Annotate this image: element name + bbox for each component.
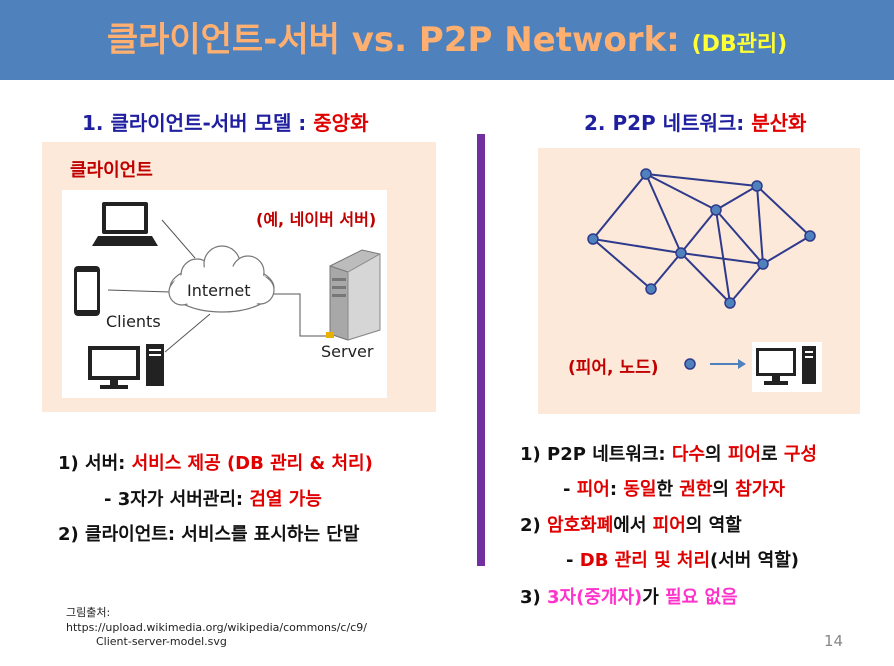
right-bullet-3-d: 피어 xyxy=(652,515,686,536)
right-bullet-5-c: 가 xyxy=(642,587,666,608)
p2p-nodes xyxy=(587,168,816,309)
p2p-node xyxy=(640,168,652,180)
left-heading-text: 1. 클라이언트-서버 모델 : xyxy=(82,111,314,135)
p2p-node xyxy=(710,204,722,216)
link-server xyxy=(274,293,330,337)
right-bullet-2-g: 의 xyxy=(712,479,736,500)
right-bullet-5-a: 3) xyxy=(520,587,548,608)
right-bullet-2: - 피어: 동일한 권한의 참가자 xyxy=(563,475,785,501)
p2p-node xyxy=(675,247,687,259)
right-bullet-5-b: 3자(중개자) xyxy=(547,587,643,608)
server-label: Server xyxy=(321,342,374,361)
right-heading-text: 2. P2P 네트워크: xyxy=(584,111,752,135)
client-server-diagram xyxy=(62,190,387,398)
link-desktop xyxy=(164,313,211,353)
right-bullet-1-b: 다수 xyxy=(671,444,706,465)
right-bullet-3-b: 암호화폐 xyxy=(547,515,614,536)
client-label: 클라이언트 xyxy=(70,160,153,181)
right-bullet-2-f: 권한 xyxy=(679,479,713,500)
left-bullet-3-text: 2) 클라이언트: 서비스를 표시하는 단말 xyxy=(58,524,360,545)
left-bullet-1-text: 1) 서버: xyxy=(58,453,132,474)
right-bullet-2-b: 피어 xyxy=(576,479,610,500)
slide-title: 클라이언트-서버 vs. P2P Network: (DB관리) xyxy=(0,12,894,61)
right-bullet-4-a: - xyxy=(566,550,580,571)
p2p-node xyxy=(645,283,657,295)
right-bullet-1: 1) P2P 네트워크: 다수의 피어로 구성 xyxy=(520,440,817,466)
right-bullet-3-e: 의 역할 xyxy=(685,515,742,536)
slide-title-main: 클라이언트-서버 vs. P2P Network: xyxy=(106,20,680,60)
right-bullet-3: 2) 암호화폐에서 피어의 역할 xyxy=(520,511,742,537)
image-credit-label: 그림출처: xyxy=(66,606,111,619)
peer-node-legend-label: (피어, 노드) xyxy=(568,358,659,378)
right-bullet-1-d: 피어 xyxy=(727,444,761,465)
left-bullet-1-emph: 서비스 제공 (DB 관리 & 처리) xyxy=(131,453,373,474)
image-credit-url: https://upload.wikimedia.org/wikipedia/c… xyxy=(66,621,367,634)
right-bullet-2-d: 동일 xyxy=(623,479,657,500)
desktop-icon xyxy=(88,344,164,389)
p2p-node xyxy=(757,258,769,270)
p2p-links xyxy=(592,173,811,304)
right-bullet-4-b: DB 관리 및 처리 xyxy=(579,550,711,571)
phone-icon xyxy=(74,266,100,316)
link-phone xyxy=(107,289,171,293)
right-heading: 2. P2P 네트워크: 분산화 xyxy=(584,107,806,136)
p2p-network-svg xyxy=(587,168,822,392)
legend-desktop-icon xyxy=(752,342,822,392)
link-laptop xyxy=(161,219,196,259)
server-example-label: (예, 네이버 서버) xyxy=(256,210,377,229)
left-bullet-3: 2) 클라이언트: 서비스를 표시하는 단말 xyxy=(58,520,359,546)
right-bullet-1-c: 의 xyxy=(705,444,728,465)
cloud-fill xyxy=(172,266,272,310)
right-bullet-3-a: 2) xyxy=(520,515,548,536)
right-heading-emph: 분산화 xyxy=(751,111,807,135)
p2p-node xyxy=(724,297,736,309)
p2p-node xyxy=(587,233,599,245)
right-bullet-2-a: - xyxy=(563,479,577,500)
left-bullet-2-emph: 검열 가능 xyxy=(249,489,322,510)
arrow-right-icon xyxy=(710,359,746,369)
right-bullet-4: - DB 관리 및 처리(서버 역할) xyxy=(566,546,799,572)
laptop-icon xyxy=(92,202,158,246)
client-server-svg xyxy=(74,202,381,389)
right-bullet-1-f: 구성 xyxy=(783,444,817,465)
right-bullet-1-e: 로 xyxy=(760,444,784,465)
left-heading: 1. 클라이언트-서버 모델 : 중앙화 xyxy=(82,107,368,136)
right-bullet-3-c: 에서 xyxy=(613,515,653,536)
internet-label: Internet xyxy=(187,281,251,300)
p2p-node xyxy=(804,230,816,242)
title-bar xyxy=(0,0,894,80)
image-credit-file: Client-server-model.svg xyxy=(96,635,227,648)
right-bullet-4-c: (서버 역할) xyxy=(710,550,799,571)
left-bullet-1: 1) 서버: 서비스 제공 (DB 관리 & 처리) xyxy=(58,449,373,475)
left-bullet-2-text: - 3자가 서버관리: xyxy=(104,489,250,510)
right-bullet-2-c: : xyxy=(609,479,624,500)
right-bullet-2-h: 참가자 xyxy=(735,479,785,500)
right-bullet-5-d: 필요 없음 xyxy=(665,587,738,608)
server-icon xyxy=(326,249,381,341)
clients-label: Clients xyxy=(106,312,161,331)
right-bullet-1-a: 1) P2P 네트워크: xyxy=(520,444,672,465)
page-number: 14 xyxy=(824,632,844,650)
p2p-node xyxy=(751,180,763,192)
left-bullet-2: - 3자가 서버관리: 검열 가능 xyxy=(104,485,322,511)
slide-title-sub: (DB관리) xyxy=(691,32,788,57)
p2p-panel xyxy=(538,148,860,414)
left-heading-emph: 중앙화 xyxy=(313,111,369,135)
right-bullet-2-e: 한 xyxy=(656,479,680,500)
column-divider xyxy=(477,134,485,566)
right-bullet-5: 3) 3자(중개자)가 필요 없음 xyxy=(520,583,738,609)
legend-node-icon xyxy=(684,358,696,370)
